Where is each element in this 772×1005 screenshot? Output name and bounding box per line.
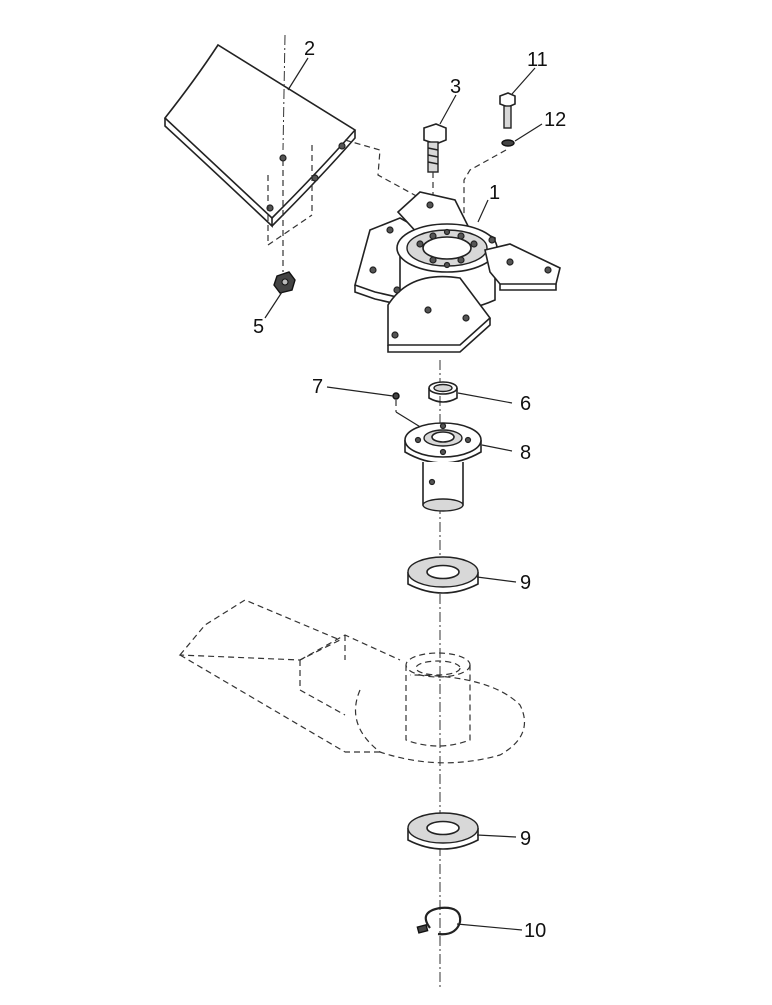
- callout-7: 7: [312, 376, 323, 398]
- callout-10: 10: [524, 920, 546, 942]
- part-12-washer: [463, 139, 515, 240]
- part-9-bearing-lower: [407, 812, 479, 850]
- plate-hole: [338, 142, 346, 150]
- plate-centerline: [282, 34, 286, 151]
- part-6-ring: [428, 381, 458, 403]
- part-8-hub: [404, 422, 482, 512]
- blade-disc-reference: [178, 599, 526, 764]
- callout-9-lower: 9: [520, 828, 531, 850]
- part-1-housing: [354, 191, 561, 353]
- callout-3: 3: [450, 76, 461, 98]
- callout-11: 11: [527, 49, 548, 71]
- part-2-curved-plate: [163, 34, 421, 272]
- callout-2: 2: [304, 38, 315, 60]
- leader-lines: [264, 57, 543, 931]
- callout-1: 1: [489, 182, 500, 204]
- part-7-grease-nipple: [392, 392, 423, 429]
- part-3-bolt: [423, 123, 447, 225]
- callout-8: 8: [520, 442, 531, 464]
- callout-12: 12: [544, 109, 566, 131]
- part-11-bolt: [499, 92, 516, 129]
- callout-6: 6: [520, 393, 531, 415]
- part-10-circlip: [416, 906, 462, 936]
- callout-5: 5: [253, 316, 264, 338]
- callout-9-upper: 9: [520, 572, 531, 594]
- part-5-nut: [273, 271, 296, 294]
- part-9-bearing-upper: [407, 556, 479, 594]
- plate-hole: [311, 174, 319, 182]
